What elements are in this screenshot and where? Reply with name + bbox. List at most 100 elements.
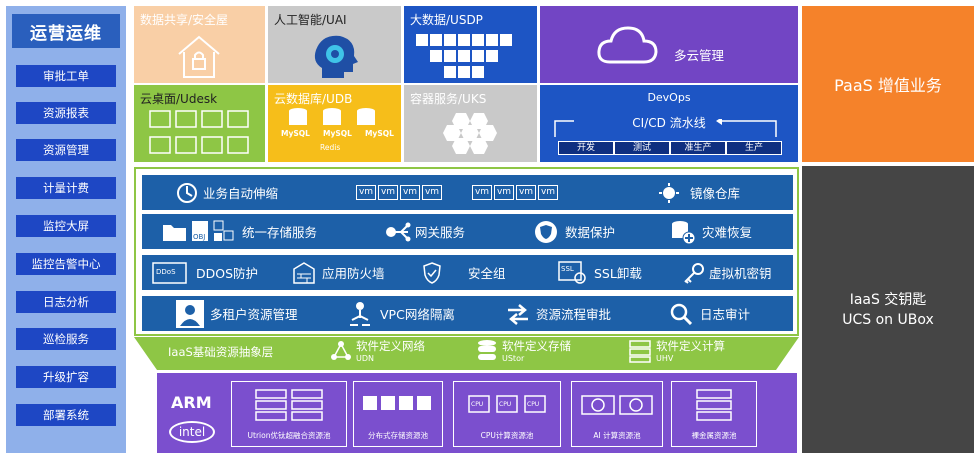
network-icon: [331, 340, 351, 360]
ssl-offload-label: SSL卸载: [594, 266, 642, 281]
shield-check-icon: [423, 261, 441, 284]
data-protection[interactable]: 数据保护: [534, 214, 615, 249]
log-audit[interactable]: 日志审计: [670, 296, 750, 331]
vm-box: vm: [400, 185, 420, 200]
database-icon: [289, 108, 375, 125]
vm-box: vm: [538, 185, 558, 200]
server-rack-icon: [255, 389, 323, 421]
pool-hyperconverged-label: Utrion优钛超融合资源池: [247, 431, 331, 440]
disaster-recovery[interactable]: 灾难恢复: [670, 214, 752, 249]
stage-dev[interactable]: 开发: [558, 141, 614, 155]
ai-head-icon: [314, 35, 358, 78]
resource-approval[interactable]: 资源流程审批: [506, 296, 611, 331]
disk-array-icon: [363, 396, 431, 410]
ops-item-dashboard[interactable]: 监控大屏: [16, 215, 116, 237]
auto-scaling[interactable]: 业务自动伸缩: [176, 175, 278, 210]
scaling-icon: [177, 182, 197, 203]
ops-item-inspection[interactable]: 巡检服务: [16, 328, 116, 350]
ops-item-logs[interactable]: 日志分析: [16, 291, 116, 313]
pool-hyperconverged[interactable]: Utrion优钛超融合资源池: [231, 381, 347, 447]
desktop-grid-icon: [149, 110, 249, 154]
obj-text: OBJ: [193, 233, 205, 241]
ops-item-deploy[interactable]: 部署系统: [16, 404, 116, 426]
sdn-network-label: 软件定义网络: [356, 339, 425, 353]
pool-ai-compute[interactable]: AI 计算资源池: [571, 381, 663, 447]
ops-item-resource[interactable]: 资源管理: [16, 139, 116, 161]
cpu-text: CPU: [471, 401, 483, 408]
paas-label: PaaS 增值业务: [802, 6, 974, 162]
tile-clouddb[interactable]: 云数据库/UDB MySQL MySQL MySQL Redis: [268, 85, 401, 162]
tile-container[interactable]: 容器服务/UKS: [404, 85, 537, 162]
sds-storage-sub: UStor: [502, 354, 525, 363]
cubes-icon: [416, 34, 512, 78]
vm-box: vm: [422, 185, 442, 200]
network-isolation-icon: [350, 301, 370, 326]
pool-bare-metal[interactable]: 裸金属资源池: [671, 381, 757, 447]
vm-box: vm: [472, 185, 492, 200]
iaas-label-line2: UCS on UBox: [842, 311, 934, 328]
multi-tenant[interactable]: 多租户资源管理: [176, 296, 298, 331]
ops-item-upgrade[interactable]: 升级扩容: [16, 366, 116, 388]
storage-stack-icon: [478, 339, 496, 360]
stage-test[interactable]: 测试: [614, 141, 670, 155]
stage-prod[interactable]: 生产: [726, 141, 782, 155]
tile-data-share[interactable]: 数据共享/安全屋: [134, 6, 265, 83]
iaas-label-line1: IaaS 交钥匙: [849, 291, 927, 308]
pool-distributed-storage-label: 分布式存储资源池: [368, 431, 428, 440]
search-icon: [670, 303, 692, 325]
tile-ai[interactable]: 人工智能/UAI: [268, 6, 401, 83]
ops-item-alarm[interactable]: 监控告警中心: [16, 253, 116, 275]
sdc-compute-label: 软件定义计算: [656, 339, 725, 353]
vpc-isolation[interactable]: VPC网络隔离: [348, 296, 455, 331]
tile-devops[interactable]: DevOps CI/CD 流水线 开发 测试 准生产 生产: [540, 85, 798, 162]
unified-storage-label: 统一存储服务: [242, 225, 318, 240]
sdn-network-sub: UDN: [356, 354, 374, 363]
resource-approval-label: 资源流程审批: [536, 307, 612, 322]
security-group[interactable]: 安全组: [422, 255, 506, 290]
pool-distributed-storage[interactable]: 分布式存储资源池: [353, 381, 443, 447]
ops-title: 运营运维: [12, 14, 120, 48]
vm-box: vm: [516, 185, 536, 200]
image-repo[interactable]: 镜像仓库: [658, 175, 740, 210]
tile-multicloud[interactable]: 多云管理: [540, 6, 798, 83]
tenant-user-icon: [176, 299, 204, 328]
tile-bigdata[interactable]: 大数据/USDP: [404, 6, 537, 83]
vm-box: vm: [356, 185, 376, 200]
mysql-label-3: MySQL: [364, 129, 394, 138]
cpu-text: CPU: [527, 401, 539, 408]
ddos-icon-text: DDoS: [156, 268, 176, 276]
gateway-service[interactable]: 网关服务: [384, 214, 465, 249]
pipeline-loop-icon: [554, 119, 777, 137]
unified-storage[interactable]: OBJ 统一存储服务: [162, 214, 317, 249]
vm-keypair[interactable]: 虚拟机密钥: [682, 255, 772, 290]
pool-cpu-compute-label: CPU计算资源池: [480, 431, 534, 440]
swap-arrows-icon: [508, 303, 528, 325]
data-protection-label: 数据保护: [565, 225, 616, 240]
multi-tenant-label: 多租户资源管理: [210, 307, 298, 322]
tile-container-label: 容器服务/UKS: [410, 92, 487, 106]
ssl-offload[interactable]: SSL SSL卸载: [558, 255, 642, 290]
tile-desktop[interactable]: 云桌面/Udesk: [134, 85, 265, 162]
ops-item-report[interactable]: 资源报表: [16, 102, 116, 124]
ddos-protection[interactable]: DDoS DDOS防护: [152, 255, 258, 290]
app-firewall[interactable]: 应用防火墙: [292, 255, 385, 290]
iaas-row-2: OBJ 统一存储服务 网关服务 数据保护 灾难恢复: [142, 214, 793, 249]
ddos-icon: DDoS: [152, 261, 187, 284]
ops-item-approval[interactable]: 审批工单: [16, 65, 116, 87]
ops-item-billing[interactable]: 计量计费: [16, 177, 116, 199]
vm-box: vm: [378, 185, 398, 200]
cloud-icon: [597, 26, 658, 64]
abstraction-title: IaaS基础资源抽象层: [168, 345, 274, 359]
tile-bigdata-label: 大数据/USDP: [410, 13, 483, 27]
stage-preprod[interactable]: 准生产: [670, 141, 726, 155]
image-repo-label: 镜像仓库: [690, 186, 741, 201]
